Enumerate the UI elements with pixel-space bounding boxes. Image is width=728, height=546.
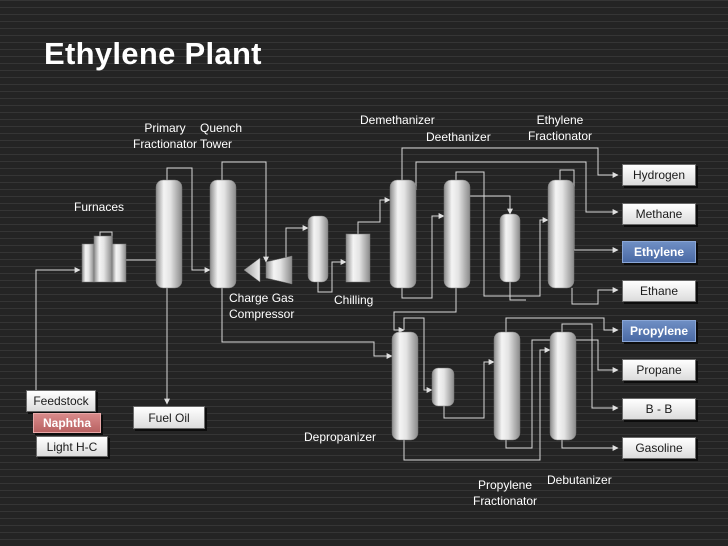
furnace-right (111, 243, 127, 283)
label-chilling: Chilling (334, 293, 374, 307)
demethanizer-column (389, 179, 417, 289)
line-quench-to-compressor (221, 161, 269, 263)
chilling-unit (345, 233, 371, 283)
flow-lines (35, 147, 619, 461)
label-deethanizer: Deethanizer (426, 130, 491, 144)
product-propylene[interactable]: Propylene (622, 320, 696, 342)
compressor-body (265, 255, 293, 285)
label-primary-fractionator-line2: Fractionator (132, 137, 198, 151)
line-propylene-frac-to-propane (505, 339, 619, 449)
light-hc-box[interactable]: Light H-C (36, 436, 108, 457)
feedstock-box[interactable]: Feedstock (26, 390, 96, 412)
label-quench-tower-line2: Tower (200, 137, 233, 151)
label-debutanizer: Debutanizer (547, 473, 612, 487)
line-depropanizer-to-debutanizer (403, 347, 551, 461)
line-ethylene-frac-to-ethylene (559, 169, 619, 253)
product-propane[interactable]: Propane (622, 359, 696, 381)
line-deethanizer-to-drum (470, 195, 513, 215)
compressor-triangle (243, 257, 261, 283)
page-title: Ethylene Plant (44, 36, 262, 71)
line-deethanizer-to-depropanizer (393, 288, 457, 333)
label-ethylene-fractionator-line1: Ethylene (536, 113, 584, 127)
line-chilling-to-demethanizer (357, 197, 391, 234)
label-charge-gas-compressor: Charge Gas Compressor (229, 290, 294, 322)
line-propylene-frac-to-propylene (505, 317, 619, 333)
depropanizer-drum (431, 367, 455, 407)
label-demethanizer: Demethanizer (360, 113, 435, 127)
naphtha-box[interactable]: Naphtha (33, 413, 101, 433)
product-hydrogen[interactable]: Hydrogen (622, 164, 696, 186)
label-charge-gas-compressor-line2: Compressor (229, 307, 295, 321)
depropanizer-column (391, 331, 419, 441)
line-demethanizer-to-methane (415, 161, 619, 215)
label-quench-tower-line1: Quench (200, 121, 243, 135)
label-furnaces: Furnaces (74, 200, 125, 214)
quench-tower-column (209, 179, 237, 289)
label-charge-gas-compressor-line1: Charge Gas (229, 291, 294, 305)
line-quench-to-depropanizer (221, 288, 393, 359)
columns (155, 179, 577, 441)
label-ethylene-fractionator-line2: Fractionator (527, 129, 593, 143)
debutanizer-column (549, 331, 577, 441)
line-debutanizer-to-bb (561, 323, 619, 411)
charge-gas-compressor-equipment (243, 255, 293, 285)
line-primary-to-quench (166, 167, 211, 273)
label-propylene-fractionator-line2: Fractionator (472, 494, 538, 508)
line-drum-bottom (509, 282, 526, 301)
deethanizer-drum (499, 213, 521, 283)
charge-gas-chiller (307, 215, 329, 283)
line-ethylene-frac-to-ethane (571, 287, 619, 305)
label-primary-fractionator-line1: Primary (144, 121, 186, 135)
label-propylene-fractionator: Propylene Fractionator (465, 477, 545, 509)
product-ethane[interactable]: Ethane (622, 280, 696, 302)
line-drum2-to-propylene-frac (443, 359, 495, 419)
line-compressor-to-chiller (285, 225, 309, 264)
propylene-fractionator-column (493, 331, 521, 441)
deethanizer-column (443, 179, 471, 289)
label-propylene-fractionator-line1: Propylene (477, 478, 533, 492)
furnace-center (93, 235, 113, 283)
line-debutanizer-to-gasoline (561, 440, 619, 451)
label-quench-tower: Quench Tower (200, 120, 242, 152)
furnace-left (81, 243, 95, 283)
product-ethylene[interactable]: Ethylene (622, 241, 696, 263)
label-ethylene-fractionator: Ethylene Fractionator (520, 112, 600, 144)
product-bb[interactable]: B - B (622, 398, 696, 420)
primary-fractionator-column (155, 179, 183, 289)
label-primary-fractionator: Primary Fractionator (126, 120, 204, 152)
line-demethanizer-to-hydrogen (401, 147, 619, 180)
line-deethanizer-to-ethylene-frac (455, 171, 549, 297)
fuel-oil-box[interactable]: Fuel Oil (133, 406, 205, 429)
line-demethanizer-to-deethanizer (401, 213, 445, 299)
line-chiller-to-chilling (317, 259, 347, 293)
furnaces-equipment (81, 235, 127, 283)
label-depropanizer: Depropanizer (304, 430, 377, 444)
line-depropanizer-to-drum (403, 317, 433, 393)
product-methane[interactable]: Methane (622, 203, 696, 225)
ethylene-fractionator-column (547, 179, 575, 289)
product-gasoline[interactable]: Gasoline (622, 437, 696, 459)
line-feed-to-furnaces (35, 267, 81, 392)
